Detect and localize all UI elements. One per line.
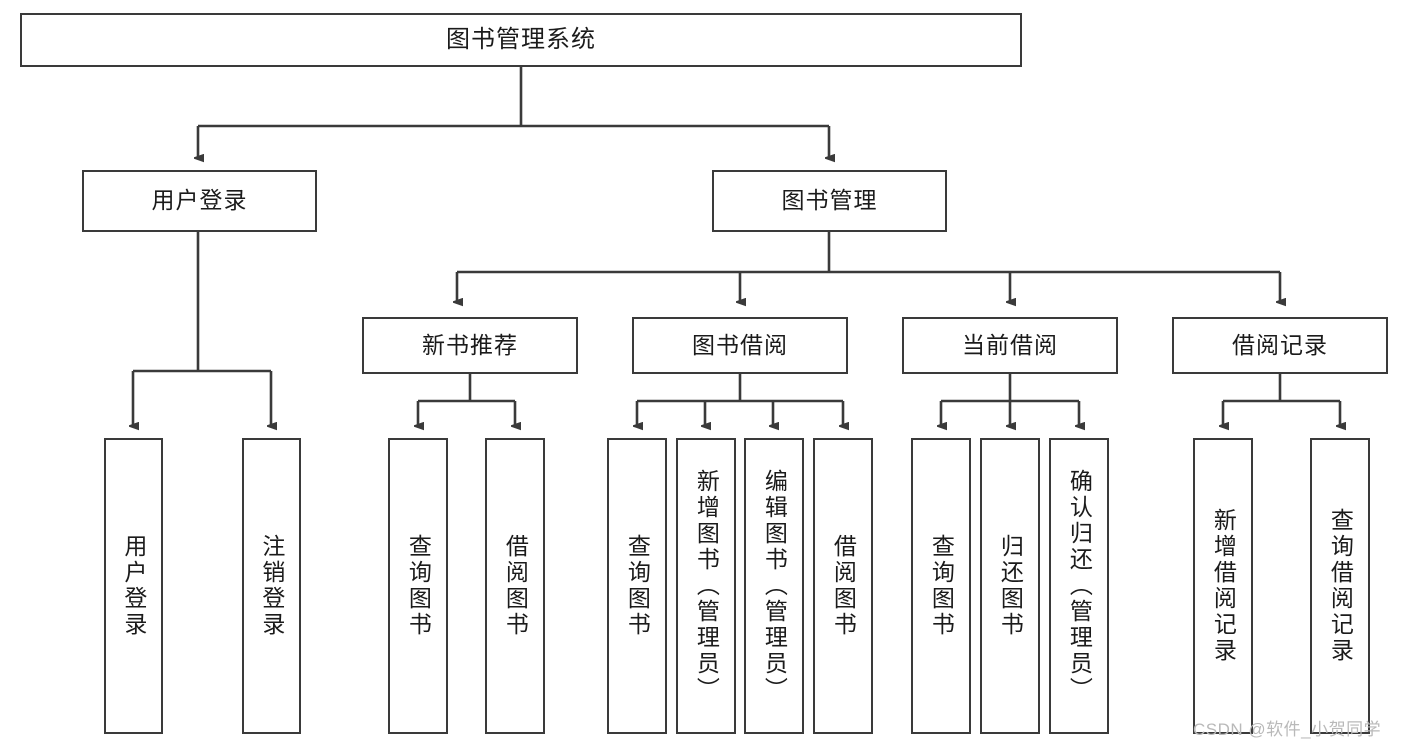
node-leaf-return-book-label: 归还图书 [997,534,1024,638]
node-leaf-query-book-1[interactable]: 查询图书 [388,438,448,734]
watermark: CSDN @软件_小贺同学 [1193,720,1382,739]
node-leaf-logout-login[interactable]: 注销登录 [242,438,301,734]
node-user-login[interactable]: 用户登录 [82,170,317,232]
node-book-management-label: 图书管理 [781,187,878,214]
node-leaf-add-record-label: 新增借阅记录 [1210,508,1237,664]
node-root-label: 图书管理系统 [446,25,596,53]
node-leaf-query-book-2[interactable]: 查询图书 [607,438,667,734]
node-leaf-add-record[interactable]: 新增借阅记录 [1193,438,1253,734]
node-user-login-label: 用户登录 [151,187,248,214]
node-root[interactable]: 图书管理系统 [20,13,1022,67]
node-leaf-add-book-label: 新增图书（管理员） [693,469,720,703]
node-leaf-query-book-2-label: 查询图书 [624,534,651,638]
node-leaf-confirm-return[interactable]: 确认归还（管理员） [1049,438,1109,734]
node-current-borrow[interactable]: 当前借阅 [902,317,1118,374]
node-new-book-recommend-label: 新书推荐 [422,331,518,358]
node-leaf-edit-book[interactable]: 编辑图书（管理员） [744,438,804,734]
node-new-book-recommend[interactable]: 新书推荐 [362,317,578,374]
node-leaf-query-record[interactable]: 查询借阅记录 [1310,438,1370,734]
node-borrow-record-label: 借阅记录 [1232,331,1328,358]
node-leaf-query-book-1-label: 查询图书 [405,534,432,638]
node-book-management[interactable]: 图书管理 [712,170,947,232]
node-leaf-borrow-book-1-label: 借阅图书 [502,534,529,638]
node-leaf-borrow-book-2-label: 借阅图书 [830,534,857,638]
node-leaf-user-login-label: 用户登录 [120,534,147,638]
node-leaf-confirm-return-label: 确认归还（管理员） [1066,469,1093,703]
node-leaf-query-record-label: 查询借阅记录 [1327,508,1354,664]
node-book-borrow[interactable]: 图书借阅 [632,317,848,374]
node-borrow-record[interactable]: 借阅记录 [1172,317,1388,374]
node-leaf-borrow-book-1[interactable]: 借阅图书 [485,438,545,734]
node-book-borrow-label: 图书借阅 [692,331,788,358]
node-leaf-edit-book-label: 编辑图书（管理员） [761,469,788,703]
node-leaf-return-book[interactable]: 归还图书 [980,438,1040,734]
node-leaf-logout-login-label: 注销登录 [258,534,285,638]
node-current-borrow-label: 当前借阅 [962,331,1058,358]
node-leaf-query-book-3[interactable]: 查询图书 [911,438,971,734]
node-leaf-user-login[interactable]: 用户登录 [104,438,163,734]
node-leaf-add-book[interactable]: 新增图书（管理员） [676,438,736,734]
node-leaf-borrow-book-2[interactable]: 借阅图书 [813,438,873,734]
node-leaf-query-book-3-label: 查询图书 [928,534,955,638]
